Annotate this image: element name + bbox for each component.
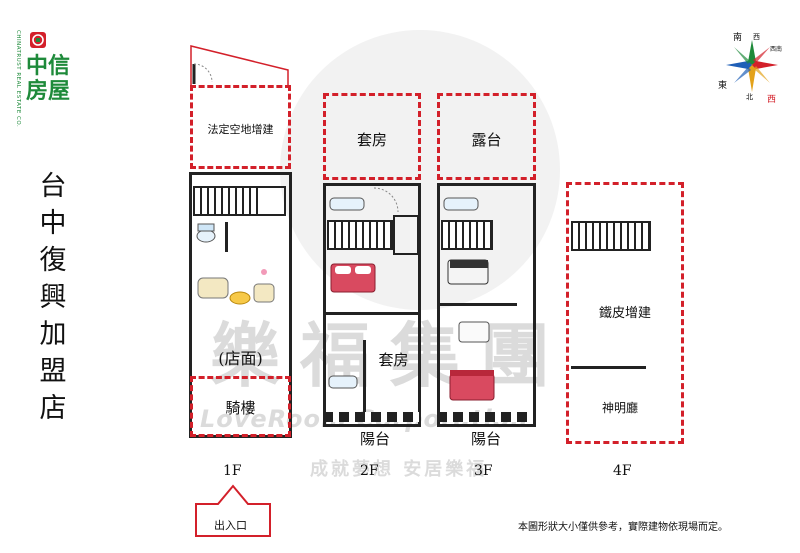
- f4-stairs: [571, 221, 651, 251]
- disclaimer-note: 本圖形狀大小僅供參考，實際建物依現場而定。: [518, 522, 728, 533]
- entrance-arrow-icon: [194, 482, 272, 538]
- f2-suite-top-label: 套房: [356, 131, 387, 149]
- f1-extension-label: 法定空地增建: [207, 123, 274, 136]
- compass-west-right: 西: [767, 95, 777, 105]
- f1-extension-slant: [188, 44, 293, 89]
- f2-suite-top-area: [323, 93, 421, 180]
- f2-door-arc: [372, 186, 402, 214]
- f2-stairs: [327, 220, 393, 250]
- store-title: 台中復興加盟店: [39, 171, 67, 424]
- f3-terrace-area: [437, 93, 536, 180]
- f3-bed-icon-3: [446, 366, 500, 406]
- compass-east-left: 東: [718, 81, 728, 91]
- f4-iron-extension-area: [566, 182, 684, 444]
- compass-icon: [718, 28, 786, 103]
- f1-floor-label: 1F: [223, 463, 242, 479]
- f4-floor-label: 4F: [613, 463, 632, 479]
- f3-floor-label: 3F: [474, 463, 493, 479]
- f2-balcony-label: 陽台: [359, 430, 390, 448]
- f3-terrace-label: 露台: [471, 131, 502, 149]
- f2-mid-wall: [323, 312, 421, 315]
- f4-shrine-label: 神明廳: [601, 401, 638, 415]
- sofa-set-icon: [196, 268, 278, 312]
- f1-shop-label: (店面): [218, 349, 263, 368]
- f2-floor-label: 2F: [360, 463, 379, 479]
- f1-extension-area: [190, 85, 291, 169]
- brand-name-en: CHINATRUST REAL ESTATE CO.: [15, 30, 21, 128]
- f1-bath-wall: [225, 222, 228, 252]
- f2-walls: [323, 183, 421, 427]
- entrance-label: 出入口: [214, 519, 247, 532]
- f3-bathtub-icon: [442, 194, 482, 214]
- f3-balcony-rail: [437, 412, 536, 422]
- f3-mid-wall: [437, 303, 517, 306]
- f4-iron-extension-label: 鐵皮增建: [598, 306, 651, 321]
- f2-stair-landing: [393, 215, 419, 255]
- f3-stairs: [441, 220, 493, 250]
- brand-name-text: 中信房屋: [26, 54, 71, 104]
- bed-icon: [327, 256, 381, 296]
- f1-stairs-landing: [256, 186, 286, 216]
- compass-north: 南: [733, 33, 743, 43]
- compass-southwest: 西南: [770, 46, 783, 53]
- f3-balcony-label: 陽台: [470, 430, 501, 448]
- f2-suite-bottom-label: 套房: [378, 351, 409, 369]
- compass-north-bottom: 北: [746, 93, 753, 101]
- f1-arcade-area: [190, 376, 291, 437]
- brand-logo-icon: [30, 32, 46, 48]
- f3-bed-icon-2: [455, 318, 495, 346]
- f4-shrine-wall: [571, 366, 646, 369]
- f1-arcade-label: 騎樓: [225, 399, 256, 417]
- f1-stairs: [193, 186, 258, 216]
- f3-bed-icon: [444, 254, 494, 288]
- watermark-slogan: 成就夢想 安居樂福: [310, 459, 488, 480]
- brand-name-cn: 中信房屋: [26, 54, 92, 104]
- bathtub-icon-2: [327, 372, 361, 392]
- compass-west-top: 西: [753, 33, 760, 41]
- f2-inner-wall: [363, 340, 366, 412]
- bathtub-icon: [328, 194, 368, 214]
- f2-balcony-rail: [323, 412, 421, 422]
- toilet-icon: [194, 220, 224, 246]
